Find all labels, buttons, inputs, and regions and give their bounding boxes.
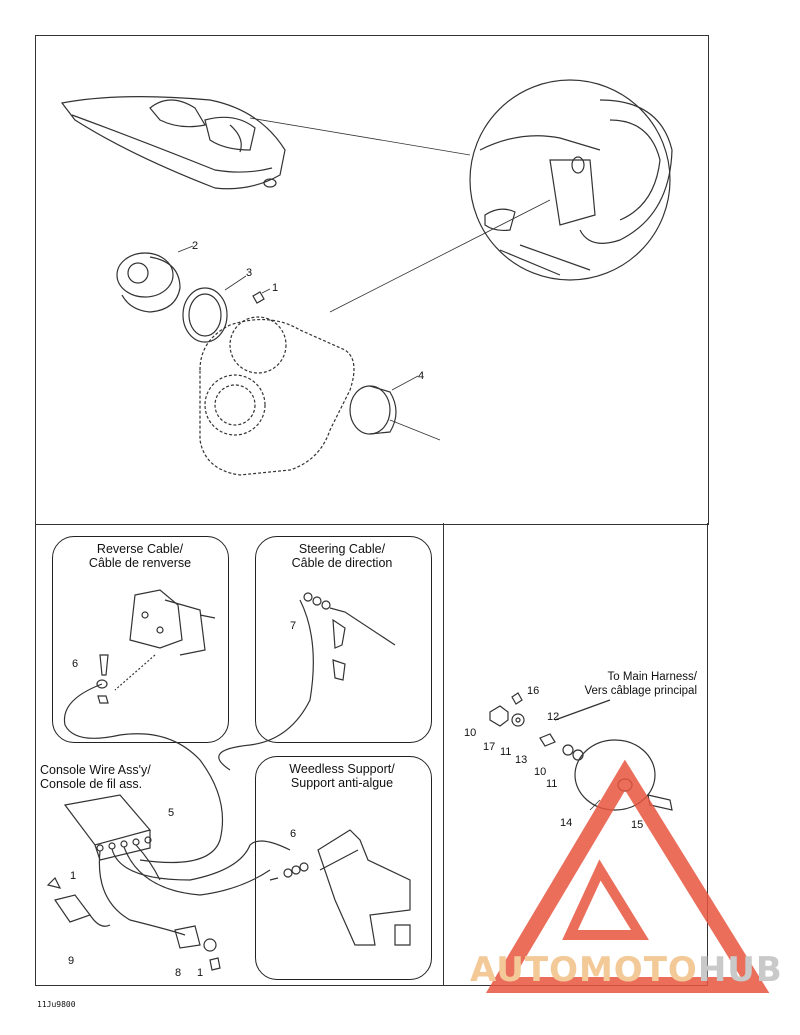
callout-4: 4	[418, 370, 425, 382]
callout-2: 2	[192, 240, 199, 252]
bottom-left-frame	[35, 523, 444, 986]
callout-15: 15	[631, 819, 644, 831]
top-frame	[35, 35, 709, 525]
callout-1-console-b: 1	[197, 967, 204, 979]
callout-12: 12	[547, 711, 560, 723]
console-wire-title: Console Wire Ass'y/Console de fil ass.	[40, 763, 151, 791]
callout-11-b: 11	[546, 778, 558, 790]
callout-17: 17	[483, 741, 496, 753]
reverse-cable-panel	[52, 536, 229, 743]
callout-10-b: 10	[534, 766, 547, 778]
steering-cable-panel	[255, 536, 432, 743]
weedless-support-title: Weedless Support/Support anti-algue	[289, 762, 395, 790]
steering-cable-title: Steering Cable/Câble de direction	[291, 542, 393, 570]
callout-6-weedless: 6	[290, 828, 297, 840]
callout-16: 16	[527, 685, 540, 697]
callout-9: 9	[68, 955, 75, 967]
callout-14: 14	[560, 817, 573, 829]
callout-5: 5	[168, 807, 175, 819]
reverse-cable-title: Reverse Cable/Câble de renverse	[88, 542, 192, 570]
weedless-support-panel	[255, 756, 432, 980]
drawing-code: 11Ju9800	[37, 1000, 76, 1009]
callout-7: 7	[290, 620, 297, 632]
callout-8: 8	[175, 967, 182, 979]
callout-10-a: 10	[464, 727, 477, 739]
callout-1: 1	[272, 282, 279, 294]
callout-11-a: 11	[500, 746, 512, 758]
main-harness-title: To Main Harness/Vers câblage principal	[584, 671, 697, 697]
watermark-logo: AUTOMOTOHUB	[470, 950, 783, 990]
callout-3: 3	[246, 267, 253, 279]
callout-13: 13	[515, 754, 528, 766]
callout-1-console-a: 1	[70, 870, 77, 882]
callout-6-reverse: 6	[72, 658, 79, 670]
